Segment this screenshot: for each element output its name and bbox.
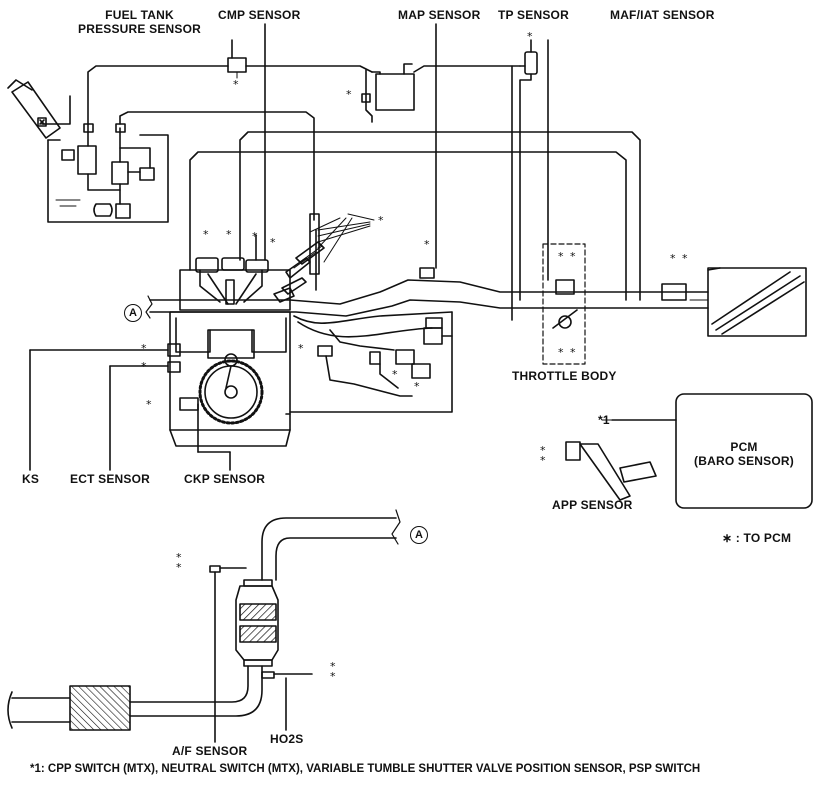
app-sensor-assembly <box>565 441 657 501</box>
connector-a-lower: A <box>410 526 428 544</box>
throttle-body <box>542 39 586 365</box>
to-pcm-mark: * <box>176 551 182 564</box>
to-pcm-mark: * <box>270 236 276 249</box>
pcm-box <box>611 393 813 509</box>
to-pcm-mark: * <box>570 346 576 359</box>
maf-iat-sensor-label: MAF/IAT SENSOR <box>610 8 715 22</box>
lower-actuators <box>289 311 453 413</box>
to-pcm-mark: * <box>330 670 336 683</box>
fuel-injectors <box>273 213 371 303</box>
purge-solenoid <box>511 39 538 321</box>
to-pcm-mark: * <box>233 78 239 91</box>
to-pcm-mark: * <box>414 380 420 393</box>
vacuum-hoses <box>189 131 641 301</box>
evap-canister <box>361 63 521 123</box>
map-sensor-label: MAP SENSOR <box>398 8 481 22</box>
to-pcm-legend: ∗ : TO PCM <box>722 531 792 545</box>
cmp-sensor-label: CMP SENSOR <box>218 8 301 22</box>
fuel-tank-pressure-sensor <box>227 39 373 79</box>
af-sensor-label: A/F SENSOR <box>172 744 248 758</box>
fuel-tank-assembly <box>7 65 315 223</box>
to-pcm-mark: * <box>378 214 384 227</box>
map-sensor <box>419 23 437 279</box>
engine-sensors <box>29 23 266 471</box>
to-pcm-mark: * <box>252 230 258 243</box>
fuel-tank-pressure-sensor-label: FUEL TANK PRESSURE SENSOR <box>78 8 202 36</box>
ho2s-label: HO2S <box>270 732 304 746</box>
ect-sensor-label: ECT SENSOR <box>70 472 151 486</box>
ks-label: KS <box>22 472 40 486</box>
to-pcm-mark: * <box>346 88 352 101</box>
to-pcm-mark: * <box>558 250 564 263</box>
to-pcm-mark: * <box>682 252 688 265</box>
to-pcm-mark: * <box>392 368 398 381</box>
connector-a-upper: A <box>124 304 142 322</box>
to-pcm-mark: * <box>203 228 209 241</box>
to-pcm-mark: * <box>298 342 304 355</box>
throttle-body-label: THROTTLE BODY <box>512 369 617 383</box>
to-pcm-mark: * <box>424 238 430 251</box>
to-pcm-mark: * <box>146 398 152 411</box>
to-pcm-mark: * <box>226 228 232 241</box>
to-pcm-mark: * <box>141 360 147 373</box>
to-pcm-mark: * <box>527 30 533 43</box>
tp-sensor-label: TP SENSOR <box>498 8 569 22</box>
intake-left-break <box>145 295 153 319</box>
to-pcm-mark: * <box>570 250 576 263</box>
ckp-sensor-label: CKP SENSOR <box>184 472 266 486</box>
to-pcm-mark: * <box>176 561 182 574</box>
to-pcm-mark: * <box>330 660 336 673</box>
intake-duct <box>149 267 807 337</box>
pcm-ref-label: *1 <box>598 413 610 427</box>
to-pcm-mark: * <box>670 252 676 265</box>
to-pcm-mark: * <box>540 454 546 467</box>
to-pcm-mark: * <box>540 444 546 457</box>
exhaust-system <box>7 509 401 743</box>
to-pcm-mark: * <box>558 346 564 359</box>
pcm-label: PCM (BARO SENSOR) <box>694 440 794 468</box>
to-pcm-mark: * <box>141 342 147 355</box>
engine-block <box>169 257 291 447</box>
footnote: *1: CPP SWITCH (MTX), NEUTRAL SWITCH (MT… <box>30 763 701 775</box>
app-sensor-label: APP SENSOR <box>552 498 633 512</box>
leader-lines <box>309 213 613 421</box>
